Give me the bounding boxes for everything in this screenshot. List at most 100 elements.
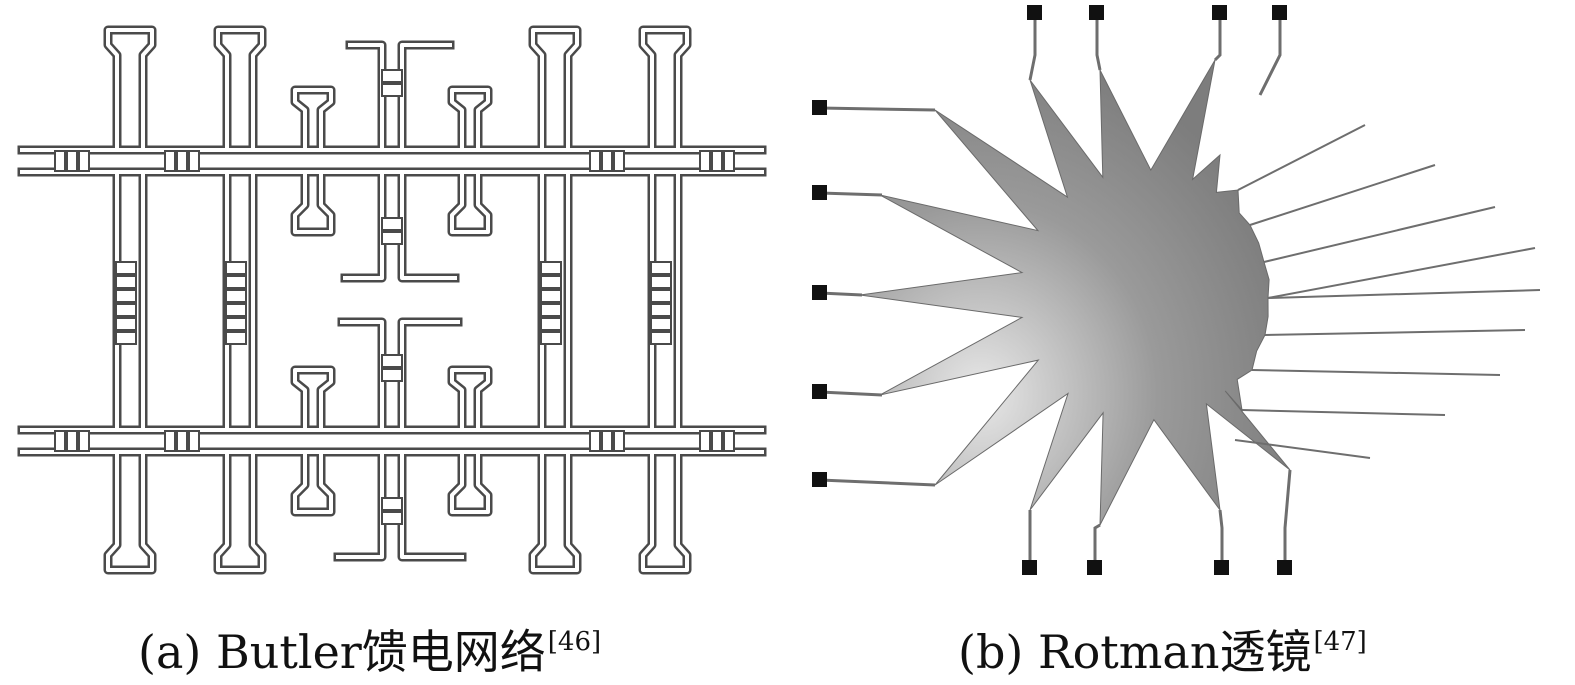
loop-bottom-upper-1-inner (450, 170, 490, 234)
bottom-stub-1 (213, 447, 267, 575)
rung-center-upper-0 (381, 217, 403, 231)
top-stub-0-inner (106, 28, 154, 152)
top-port-1 (1089, 5, 1104, 20)
rung-bottom-3-1 (711, 430, 723, 452)
rung-bottom-1-0 (164, 430, 176, 452)
rung-bottom-0-1 (66, 430, 78, 452)
array-line-8 (1234, 439, 1371, 459)
top-feed-line-3 (1258, 10, 1282, 96)
loop-top-lower-1-inner (450, 368, 490, 432)
rung-mid-2-3 (540, 303, 562, 317)
beam-port-4 (812, 472, 827, 487)
rung-mid-1-5 (225, 331, 247, 345)
rung-center-top-0 (381, 69, 403, 83)
rung-top-1-0 (164, 150, 176, 172)
caption-rotman-ref: [47] (1313, 627, 1367, 657)
loop-top-lower-1 (447, 365, 493, 435)
rung-top-3-2 (723, 150, 735, 172)
rung-mid-0-5 (115, 331, 137, 345)
rung-top-2-2 (613, 150, 625, 172)
bottom-stub-3 (638, 447, 692, 575)
loop-top-upper-1-inner (450, 88, 490, 152)
rung-bottom-3-0 (699, 430, 711, 452)
rung-mid-1-3 (225, 303, 247, 317)
rung-bottom-1-1 (176, 430, 188, 452)
top-stub-2-inner (531, 28, 579, 152)
loop-top-upper-0-inner (293, 88, 333, 152)
rung-mid-3-5 (650, 331, 672, 345)
rung-mid-1-0 (225, 261, 247, 275)
rung-top-2-0 (589, 150, 601, 172)
bottom-stub-0 (103, 447, 157, 575)
top-port-0 (1027, 5, 1042, 20)
loop-bottom-lower-1 (447, 447, 493, 517)
top-stub-1 (213, 25, 267, 155)
rung-mid-3-3 (650, 303, 672, 317)
array-line-5 (1264, 329, 1526, 336)
beam-port-3 (812, 384, 827, 399)
bottom-feed-line-2 (1218, 509, 1224, 568)
loop-top-upper-0 (290, 85, 336, 155)
coupler-rungs (54, 69, 735, 525)
trace-inner-layer (20, 28, 764, 572)
rung-center-bottom-0 (381, 497, 403, 511)
loop-top-upper-1 (447, 85, 493, 155)
rung-bottom-2-1 (601, 430, 613, 452)
rung-mid-1-2 (225, 289, 247, 303)
rung-top-0-0 (54, 150, 66, 172)
caption-rotman: (b) Rotman透镜[47] (958, 612, 1367, 679)
bottom-port-3 (1277, 560, 1292, 575)
caption-butler-label: (a) Butler馈电网络 (138, 625, 546, 679)
rung-mid-0-3 (115, 303, 137, 317)
beam-port-1 (812, 185, 827, 200)
rotman-lens-panel: (b) Rotman透镜[47] (790, 0, 1575, 685)
bottom-port-1 (1087, 560, 1102, 575)
rotman-lens-diagram (812, 5, 1541, 575)
top-port-3 (1272, 5, 1287, 20)
caption-rotman-label: (b) Rotman透镜 (958, 625, 1312, 679)
top-stub-1-inner (216, 28, 264, 152)
top-feed-line-1 (1095, 10, 1102, 71)
center-lower-crossover-inner (340, 320, 460, 432)
loop-bottom-upper-0-inner (293, 170, 333, 234)
loop-bottom-upper-1 (447, 167, 493, 237)
loop-bottom-upper-0 (290, 167, 336, 237)
rung-mid-0-1 (115, 275, 137, 289)
rung-top-3-0 (699, 150, 711, 172)
rung-bottom-2-0 (589, 430, 601, 452)
bottom-feed-line-1 (1093, 523, 1101, 568)
caption-butler-ref: [46] (547, 627, 602, 657)
rung-mid-1-4 (225, 317, 247, 331)
rung-top-0-1 (66, 150, 78, 172)
top-stub-2 (528, 25, 582, 155)
array-line-0 (1237, 124, 1366, 191)
center-upper-crossover-inner (343, 170, 457, 280)
top-feed-line-2 (1213, 10, 1222, 62)
loop-bottom-lower-1-inner (450, 450, 490, 514)
rung-mid-1-1 (225, 275, 247, 289)
rung-mid-0-4 (115, 317, 137, 331)
rung-mid-2-1 (540, 275, 562, 289)
top-stub-0 (103, 25, 157, 155)
loop-bottom-lower-0 (290, 447, 336, 517)
bottom-stub-3-inner (641, 450, 689, 572)
rung-mid-3-0 (650, 261, 672, 275)
beam-feed-line-4 (819, 478, 936, 487)
rung-bottom-2-2 (613, 430, 625, 452)
rung-mid-2-2 (540, 289, 562, 303)
array-line-6 (1251, 369, 1501, 376)
bottom-stub-1-inner (216, 450, 264, 572)
rung-bottom-0-2 (78, 430, 90, 452)
center-bottom-crossover-inner (336, 450, 464, 559)
center-top-crossover-inner (348, 43, 452, 152)
bottom-port-2 (1214, 560, 1229, 575)
rung-center-bottom-1 (381, 511, 403, 525)
rung-mid-3-2 (650, 289, 672, 303)
lens-body (859, 59, 1291, 526)
array-line-7 (1241, 409, 1446, 416)
bottom-stub-2 (528, 447, 582, 575)
rung-center-lower-0 (381, 354, 403, 368)
rung-mid-2-0 (540, 261, 562, 275)
rung-top-1-1 (176, 150, 188, 172)
rung-bottom-1-2 (188, 430, 200, 452)
